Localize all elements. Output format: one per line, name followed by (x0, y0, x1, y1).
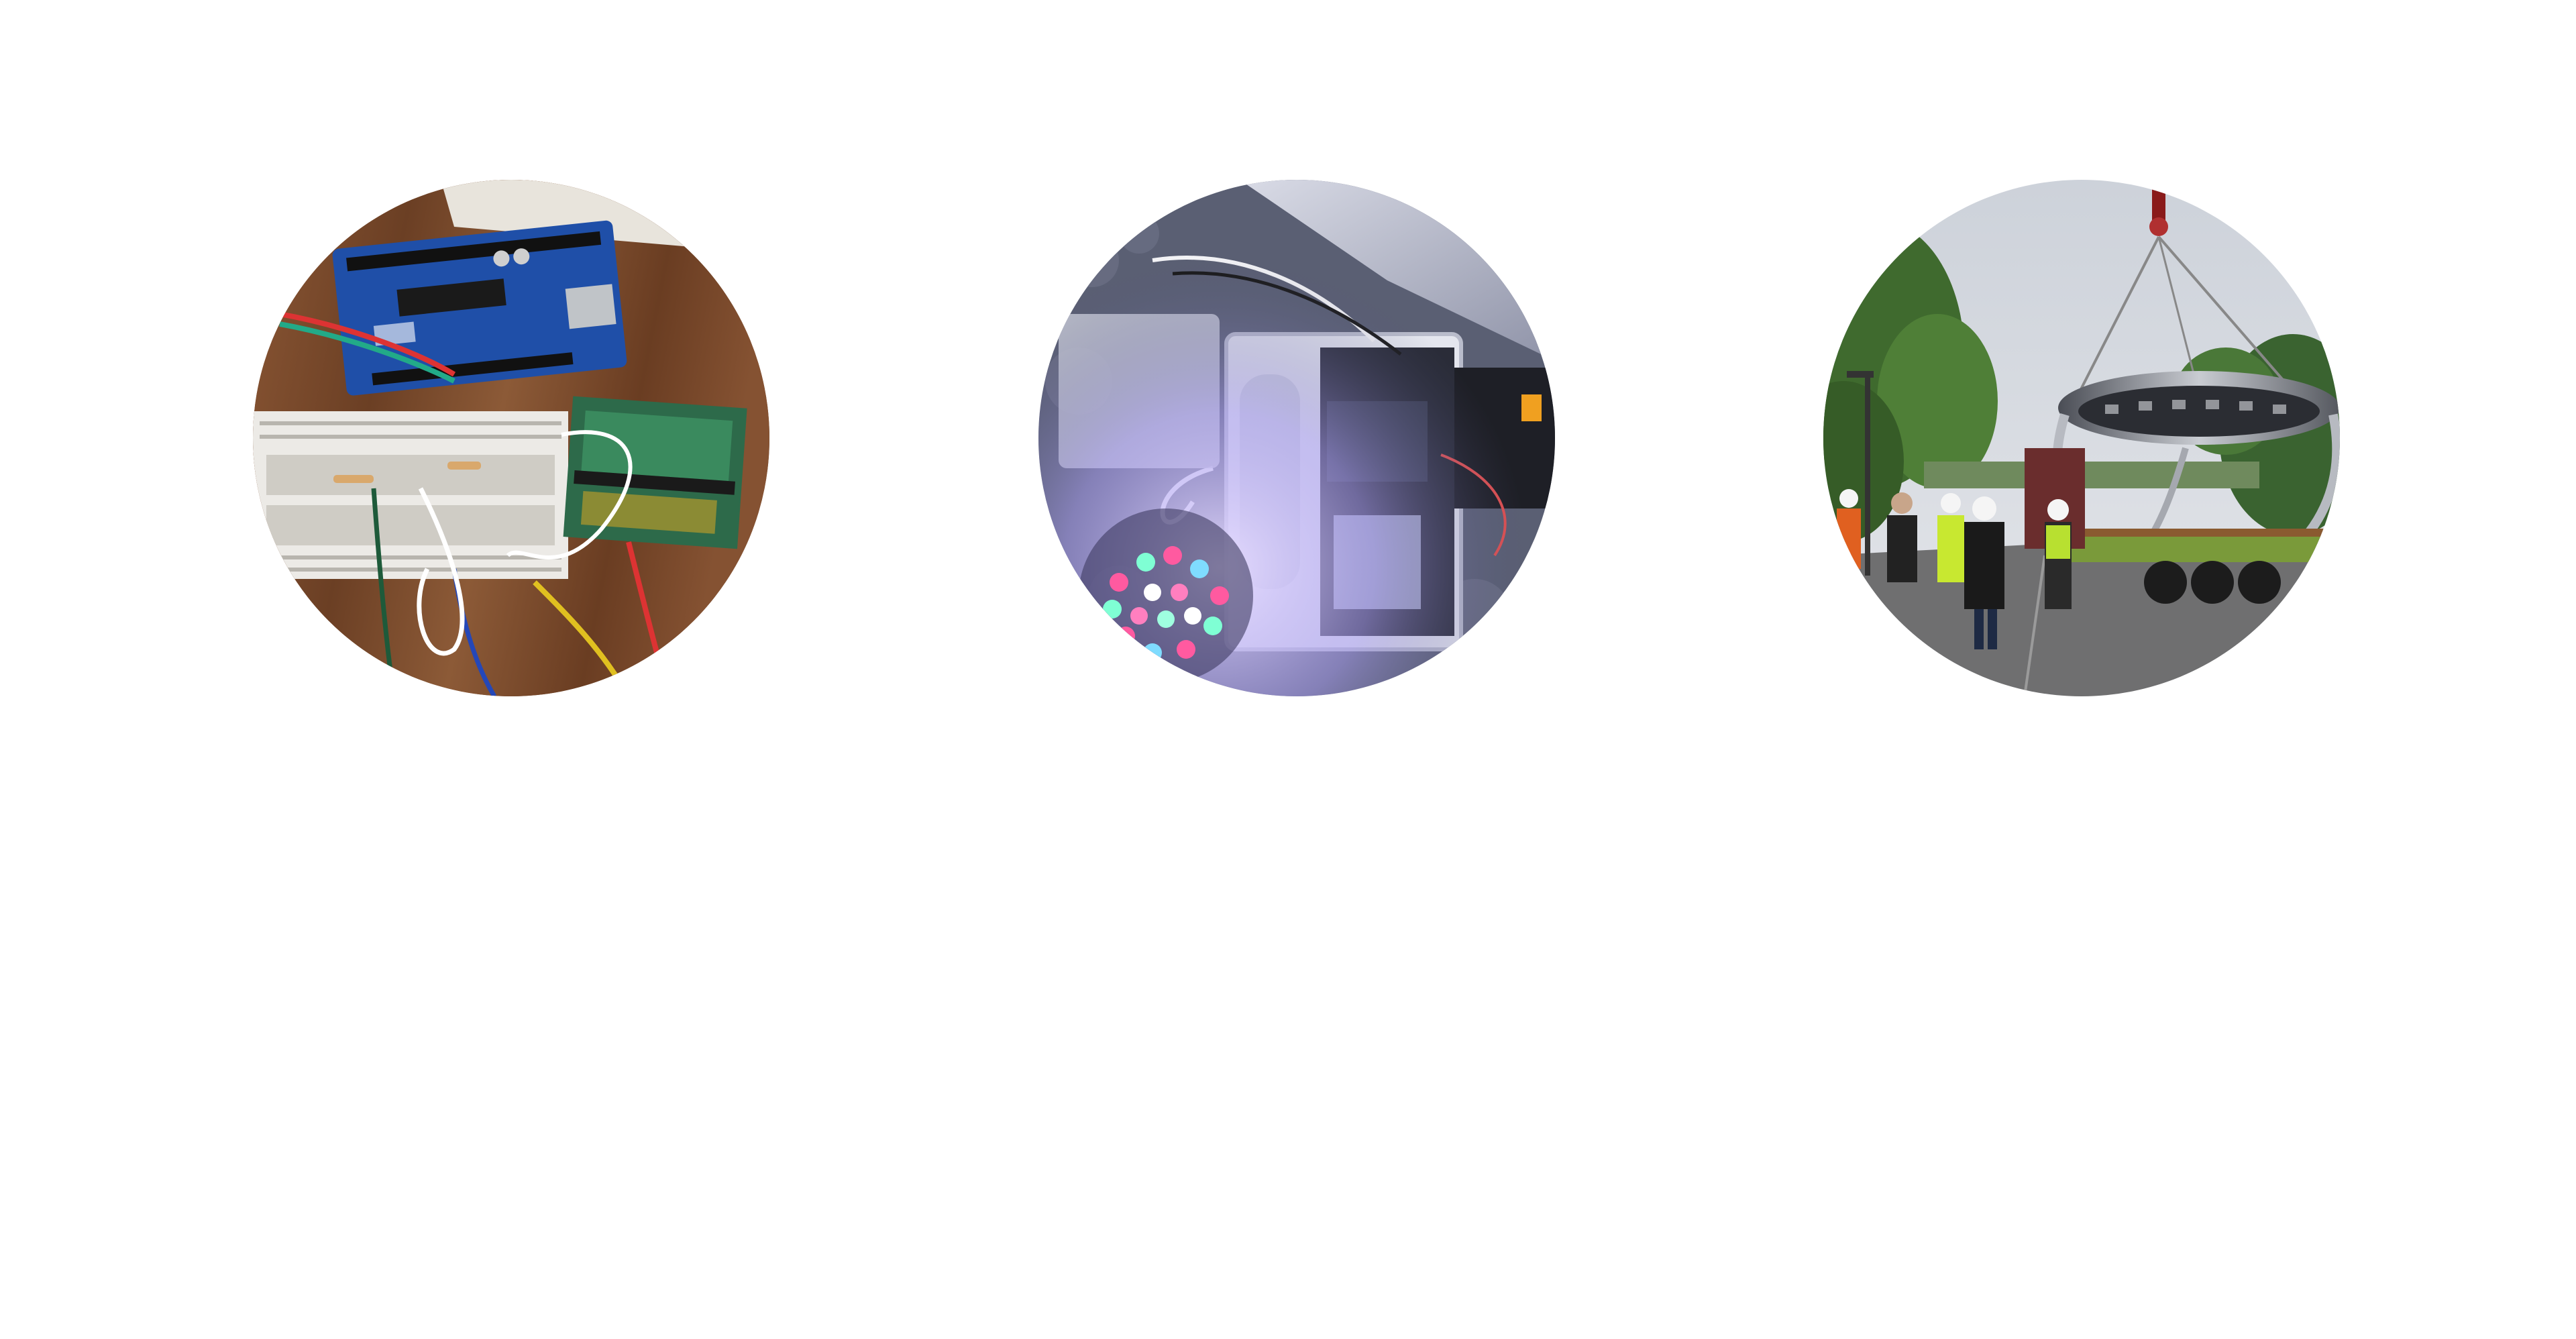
arduino-breadboard-photo (253, 180, 769, 696)
crane-sculpture-photo (1823, 180, 2340, 696)
enclosure-led-photo (1038, 180, 1555, 696)
arduino-breadboard-illustration (253, 180, 769, 696)
enclosure-led-illustration (1038, 180, 1555, 696)
crane-sculpture-illustration (1823, 180, 2340, 696)
